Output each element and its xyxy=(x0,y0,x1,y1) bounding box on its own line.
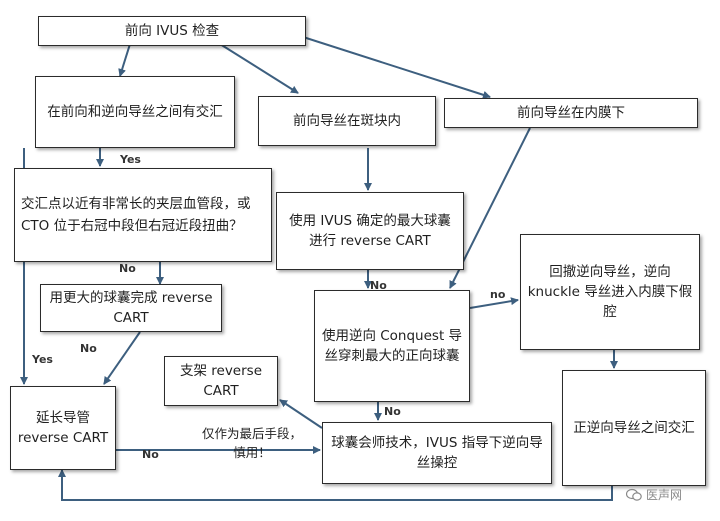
node-start: 前向 IVUS 检查 xyxy=(38,16,306,46)
arrow-start-to-inplaque xyxy=(219,43,299,94)
edge-label-yes-2: Yes xyxy=(32,353,53,366)
edge-label-no-6: No xyxy=(142,448,159,461)
edge-label-no-5: No xyxy=(384,405,401,418)
watermark: 医声网 xyxy=(626,486,682,503)
arrow-larger-to-extend xyxy=(103,331,141,385)
node-subintimal: 前向导丝在内膜下 xyxy=(444,98,698,128)
node-in-plaque: 前向导丝在斑块内 xyxy=(258,96,436,146)
arrow-start-to-subintimal xyxy=(299,35,491,99)
edge-label-no-4: no xyxy=(490,288,506,301)
node-retract-knuckle: 回撤逆向导丝，逆向 knuckle 导丝进入内膜下假腔 xyxy=(520,234,700,350)
edge-label-yes-1: Yes xyxy=(120,153,141,166)
node-extend-guide: 延长导管 reverse CART xyxy=(10,386,116,470)
node-ivus-balloon: 使用 IVUS 确定的最大球囊进行 reverse CART xyxy=(276,192,464,270)
arrow-conquest-to-retract xyxy=(469,297,519,309)
arrow-balloontech-to-stent xyxy=(279,399,323,429)
node-dissection-question: 交汇点以近有非常长的夹层血管段，或 CTO 位于右冠中段但右冠近段扭曲？ xyxy=(14,168,272,262)
arrow-start-to-junction xyxy=(118,43,131,77)
node-stent: 支架 reverse CART xyxy=(164,356,278,406)
node-junction: 在前向和逆向导丝之间有交汇 xyxy=(35,76,235,148)
arrow-converge-to-extend xyxy=(58,469,613,501)
caution-note: 仅作为最后手段，慎用！ xyxy=(201,426,302,460)
edge-label-no-2: No xyxy=(370,279,387,292)
node-converge: 正逆向导丝之间交汇 xyxy=(562,370,706,486)
node-larger-balloon: 用更大的球囊完成 reverse CART xyxy=(40,284,222,332)
node-balloon-tech: 球囊会师技术，IVUS 指导下逆向导丝操控 xyxy=(322,422,552,484)
chat-bubble-icon xyxy=(626,488,642,501)
watermark-text: 医声网 xyxy=(646,488,683,502)
edge-label-no-3: No xyxy=(80,342,97,355)
edge-label-no-1: No xyxy=(119,262,136,275)
node-conquest: 使用逆向 Conquest 导丝穿刺最大的正向球囊 xyxy=(314,290,470,402)
